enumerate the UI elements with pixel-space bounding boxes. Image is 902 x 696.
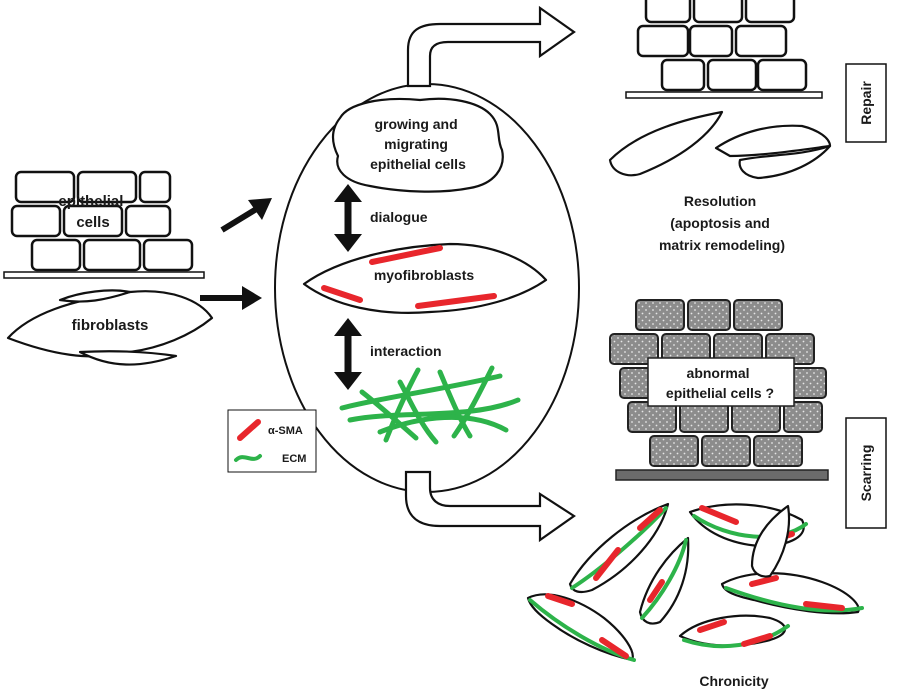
repair-label: Repair [858, 81, 874, 125]
legend-ecm-swatch [234, 454, 262, 462]
legend-ecm-label: ECM [282, 453, 306, 465]
arrows-into-center [200, 198, 272, 310]
sma-fiber [321, 285, 363, 303]
myofibroblasts-label: myofibroblasts [374, 267, 475, 283]
epithelial-cells-wall [3, 170, 205, 279]
sma-fiber [369, 245, 443, 265]
sma-fiber [415, 293, 497, 309]
repair-box: Repair [845, 63, 887, 143]
repair-epithelial-wall [625, 0, 823, 99]
abnormal-cells-label: abnormal epithelial cells ? [666, 365, 774, 401]
growing-epithelial-cloud [331, 97, 504, 193]
interaction-arrow [334, 318, 362, 390]
legend-sma-label: α-SMA [268, 425, 303, 437]
dialogue-arrow [334, 184, 362, 252]
chronicity-label: Chronicity [699, 673, 768, 689]
dialogue-label: dialogue [370, 209, 428, 225]
chronic-myofibroblasts [526, 502, 864, 662]
legend: α-SMA ECM [227, 409, 317, 473]
ecm-fibers [339, 365, 521, 445]
scarring-box: Scarring [845, 417, 887, 529]
legend-sma-swatch [237, 419, 261, 441]
arrow-to-repair [406, 5, 576, 88]
resolution-label: Resolution (apoptosis and matrix remodel… [659, 193, 785, 253]
growing-label: growing and migrating epithelial cells [370, 116, 466, 172]
repair-fibroblasts [608, 110, 832, 180]
epithelial-cells-label: epithelial cells [58, 193, 127, 231]
scarring-label: Scarring [858, 445, 874, 502]
arrow-to-scarring [404, 470, 576, 543]
interaction-label: interaction [370, 343, 442, 359]
fibroblasts-label: fibroblasts [72, 317, 149, 334]
abnormal-epithelial-wall [609, 299, 829, 481]
fibroblasts-shapes [6, 289, 214, 366]
